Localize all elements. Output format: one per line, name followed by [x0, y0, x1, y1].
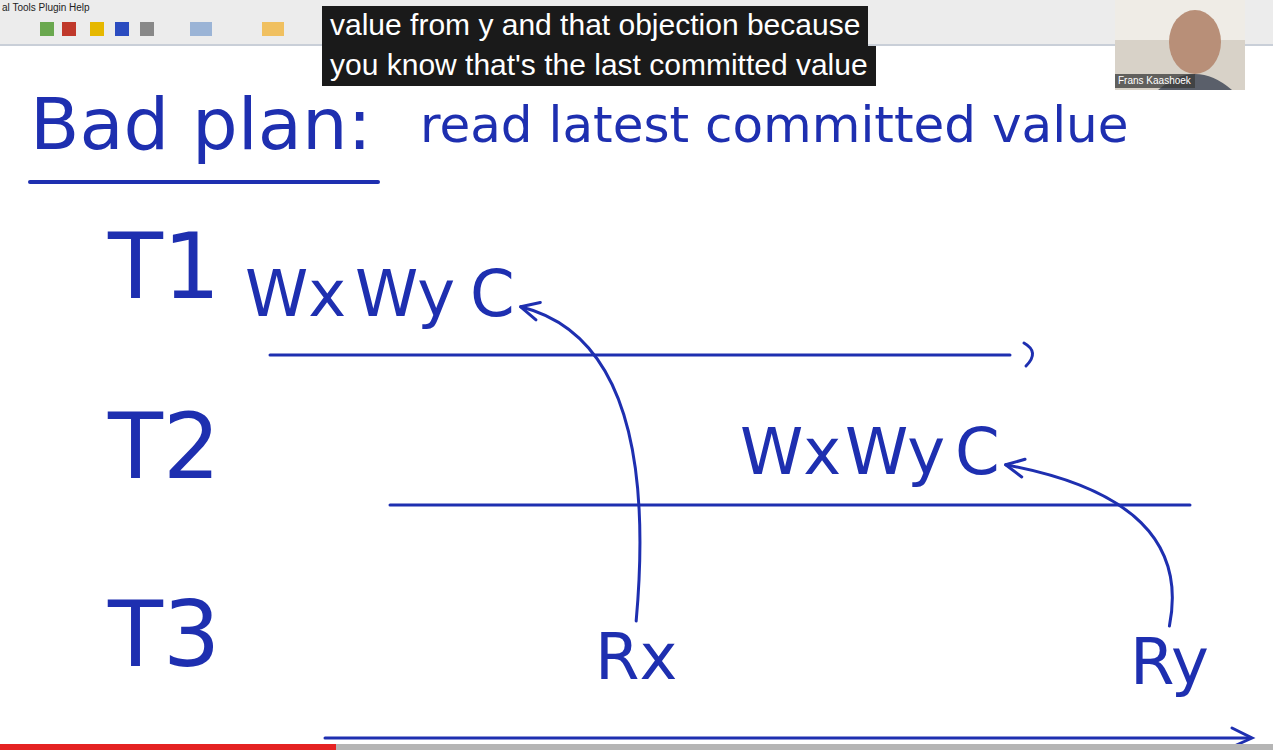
timeline	[270, 343, 1252, 747]
operation-text: Ry	[1130, 630, 1209, 694]
write-op: Wx	[740, 420, 841, 484]
subtitle-box: value from y and that objection becausey…	[322, 6, 876, 86]
write-op: Wy	[355, 262, 455, 326]
operation-text: C	[470, 262, 515, 326]
commit-op: C	[955, 420, 1000, 484]
subtitle-line: you know that's the last committed value	[322, 46, 876, 86]
write-op: Wx	[245, 262, 346, 326]
video-progress	[0, 744, 1273, 750]
speaker-name: Frans Kaashoek	[1118, 76, 1191, 86]
write-op: Wy	[845, 420, 945, 484]
commit-op: C	[470, 262, 515, 326]
dependency-arrow	[1006, 459, 1173, 626]
arrow-line	[1006, 465, 1173, 626]
slide-title: Bad plan:	[30, 88, 372, 160]
transaction-label: T1	[108, 222, 220, 312]
title-underline	[30, 180, 378, 184]
transaction-label: T2	[108, 402, 220, 492]
arrow-head	[1006, 459, 1025, 477]
read-op: Ry	[1130, 630, 1209, 694]
webcam-feed	[1115, 0, 1245, 90]
operation-text: Rx	[595, 625, 677, 689]
dependency-arrow	[521, 302, 640, 621]
read-op: Rx	[595, 625, 677, 689]
subtitle-line: value from y and that objection because	[322, 6, 868, 46]
slide-note: read latest committed value	[420, 100, 1129, 150]
arrow-head	[521, 302, 541, 319]
arrow-line	[521, 307, 640, 621]
toolbar-icons	[40, 22, 284, 36]
operation-text: C	[955, 420, 1000, 484]
transaction-label: T3	[108, 590, 220, 680]
menu-text: al Tools Plugin Help	[2, 3, 90, 13]
